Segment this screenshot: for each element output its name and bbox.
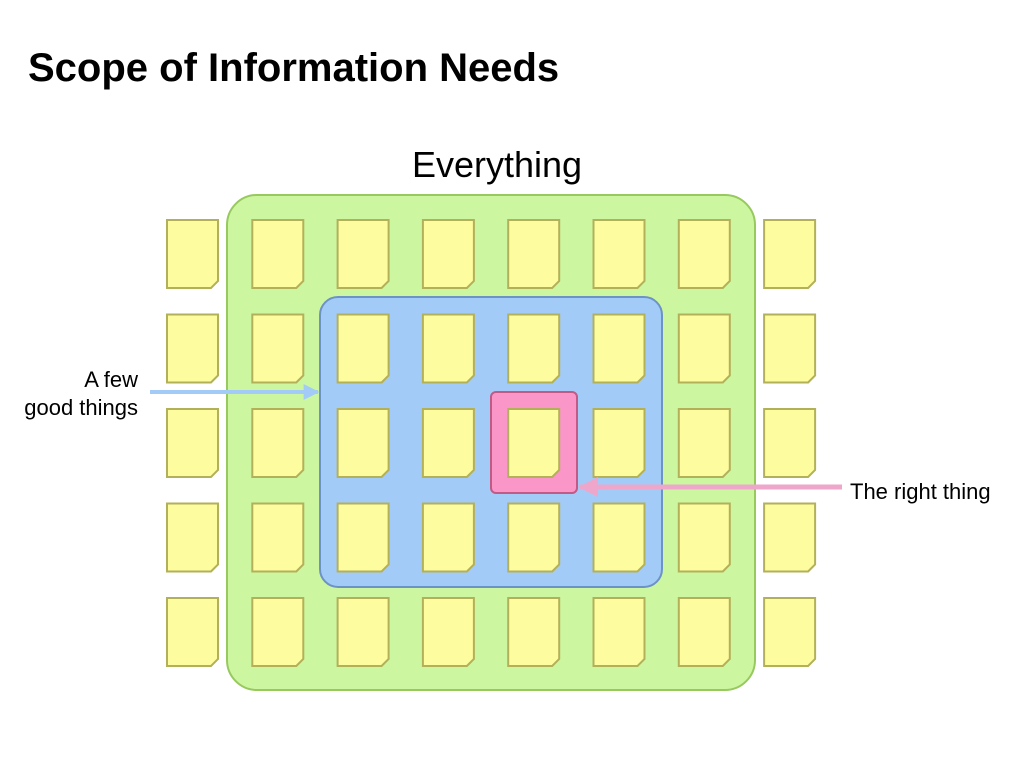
document-icon [336, 408, 390, 478]
document-icon [421, 597, 475, 667]
everything-label: Everything [411, 144, 583, 185]
few-good-things-label-line2: good things [24, 395, 138, 420]
document-icon [677, 502, 731, 573]
document-icon [336, 597, 390, 667]
document-icon [763, 502, 817, 573]
document-icon [336, 313, 390, 384]
right-thing-label: The right thing [850, 479, 991, 504]
document-grid [166, 219, 817, 667]
document-icon [251, 597, 305, 667]
few-good-things-label-line1: A few [84, 367, 138, 392]
document-icon [336, 219, 390, 289]
document-icon [251, 502, 305, 573]
document-icon [507, 219, 561, 289]
document-icon [507, 597, 561, 667]
document-icon [592, 502, 646, 573]
document-icon [592, 313, 646, 384]
document-icon [421, 219, 475, 289]
document-icon [507, 502, 561, 573]
document-icon [677, 597, 731, 667]
slide-title: Scope of Information Needs [28, 46, 560, 90]
document-icon [421, 313, 475, 384]
document-icon [763, 313, 817, 384]
document-icon [166, 597, 219, 667]
document-icon [592, 408, 646, 478]
document-icon [592, 219, 646, 289]
document-icon [763, 597, 817, 667]
document-icon [251, 219, 305, 289]
document-icon [251, 313, 305, 384]
document-icon [166, 408, 219, 478]
document-icon [763, 408, 817, 478]
document-icon [677, 408, 731, 478]
document-icon [507, 313, 561, 384]
document-icon [507, 408, 561, 478]
document-icon [421, 408, 475, 478]
document-icon [421, 502, 475, 573]
document-icon [336, 502, 390, 573]
document-icon [166, 502, 219, 573]
document-icon [677, 219, 731, 289]
few-good-things-label: A few good things [24, 366, 138, 422]
document-icon [251, 408, 305, 478]
document-icon [166, 313, 219, 384]
document-icon [166, 219, 219, 289]
document-icon [763, 219, 817, 289]
document-icon [592, 597, 646, 667]
document-icon [677, 313, 731, 384]
